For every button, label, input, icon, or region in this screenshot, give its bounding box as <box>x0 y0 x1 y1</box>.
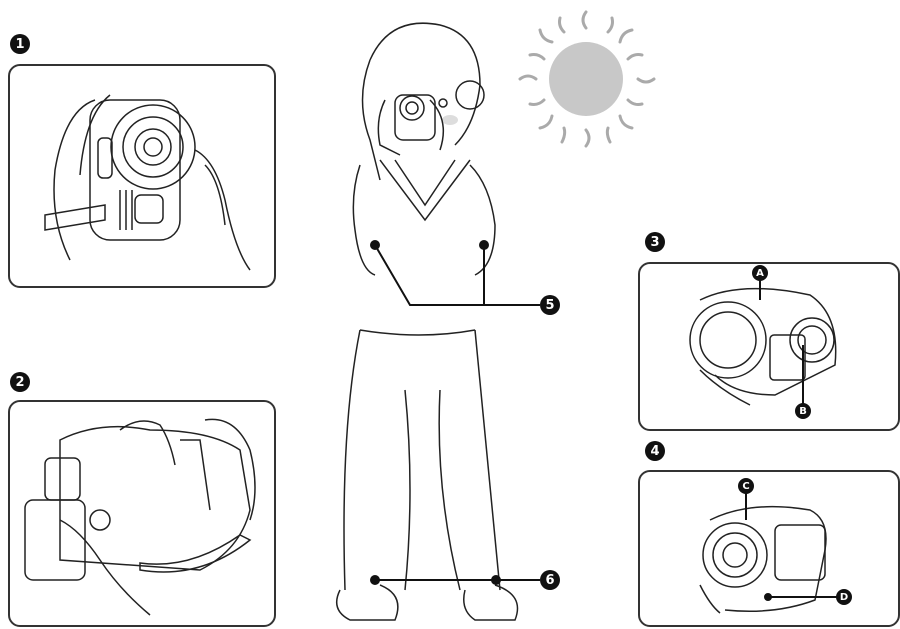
marker-4: 4 <box>645 441 665 461</box>
person-illustration <box>337 23 518 620</box>
marker-5: 5 <box>540 295 560 315</box>
leader-5-left <box>375 245 540 305</box>
marker-2: 2 <box>10 372 30 392</box>
leader-lines <box>371 241 840 600</box>
callout-c: C <box>738 478 754 494</box>
marker-1: 1 <box>10 34 30 54</box>
camcorder-hands-illustration <box>45 95 250 270</box>
callout-b: B <box>795 403 811 419</box>
sun-icon <box>520 12 654 146</box>
callout-a: A <box>752 265 768 281</box>
marker-6: 6 <box>540 570 560 590</box>
callout-d: D <box>836 589 852 605</box>
marker-3: 3 <box>645 232 665 252</box>
camcorder-grip-illustration <box>25 419 255 615</box>
camcorder-side-illustration <box>690 289 836 405</box>
